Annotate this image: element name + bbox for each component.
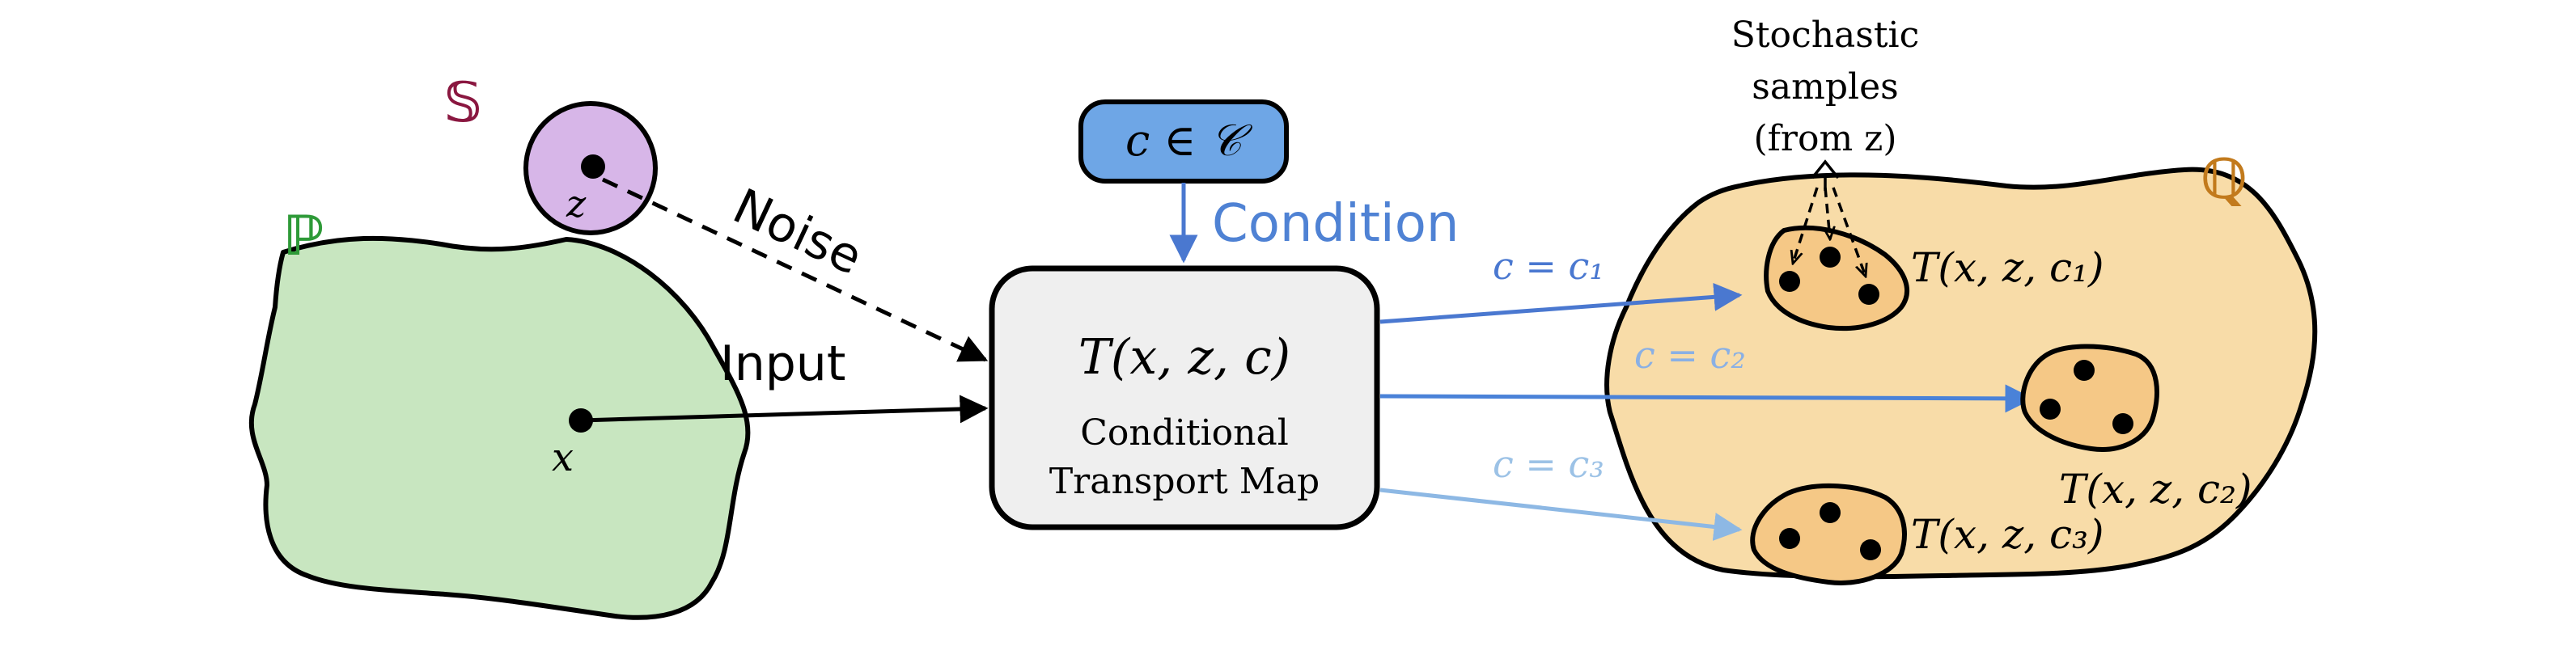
- stochastic-label-line2: samples: [1752, 66, 1898, 108]
- stochastic-pointer-2: [1825, 187, 1830, 239]
- q-space-label: ℚ: [2201, 148, 2248, 212]
- cluster-c2-dot-1: [2074, 360, 2095, 381]
- stochastic-pointer-1: [1793, 187, 1819, 264]
- cluster-c3-dot-2: [1779, 528, 1800, 549]
- input-arrow-label: Input: [720, 336, 845, 392]
- cluster-c2-dot-3: [2112, 413, 2133, 434]
- transport-map-box: [989, 265, 1380, 530]
- cluster-c2-dot-2: [2040, 399, 2061, 420]
- cluster-c1-dot-3: [1858, 284, 1879, 305]
- t2-label: T(x, z, c₂): [2059, 466, 2252, 513]
- c3-label: c = c₃: [1493, 442, 1604, 486]
- c3-arrow: [1379, 488, 1743, 541]
- input-variable-label: x: [552, 435, 574, 480]
- noise-arrow-label: Noise: [725, 178, 871, 286]
- cluster-c3-dot-3: [1860, 539, 1881, 560]
- noise-arrow: [601, 177, 989, 362]
- noise-variable-label: z: [566, 182, 587, 226]
- transport-map-formula: T(x, z, c): [1078, 329, 1290, 386]
- stochastic-pointer-head: [1811, 159, 1840, 179]
- c2-label: c = c₂: [1634, 333, 1746, 377]
- transport-map-name-line2: Transport Map: [1049, 461, 1320, 502]
- p-space-label: ℙ: [283, 205, 324, 268]
- cluster-c3: [1750, 483, 1907, 585]
- condition-set-label: c ∈ 𝒞: [1125, 115, 1253, 166]
- stochastic-label-line1: Stochastic: [1731, 15, 1920, 56]
- cluster-c1-dot-2: [1820, 247, 1841, 268]
- noise-sample-dot: [581, 154, 605, 179]
- t3-label: T(x, z, c₃): [1911, 511, 2104, 558]
- input-arrow: [580, 395, 989, 424]
- s-space-label: 𝕊: [443, 71, 483, 135]
- condition-set-box: [1078, 99, 1289, 184]
- t1-label: T(x, z, c₁): [1911, 244, 2104, 291]
- c2-arrow: [1379, 384, 2034, 413]
- condition-arrow-label: Condition: [1212, 194, 1459, 254]
- c1-label: c = c₁: [1493, 244, 1604, 288]
- p-distribution-blob: [248, 235, 751, 620]
- cluster-c1-dot-1: [1779, 271, 1800, 292]
- transport-map-name-line1: Conditional: [1080, 412, 1289, 454]
- stochastic-label-line3: (from z): [1753, 118, 1896, 159]
- c1-arrow: [1379, 282, 1743, 324]
- cluster-c3-dot-1: [1820, 502, 1841, 523]
